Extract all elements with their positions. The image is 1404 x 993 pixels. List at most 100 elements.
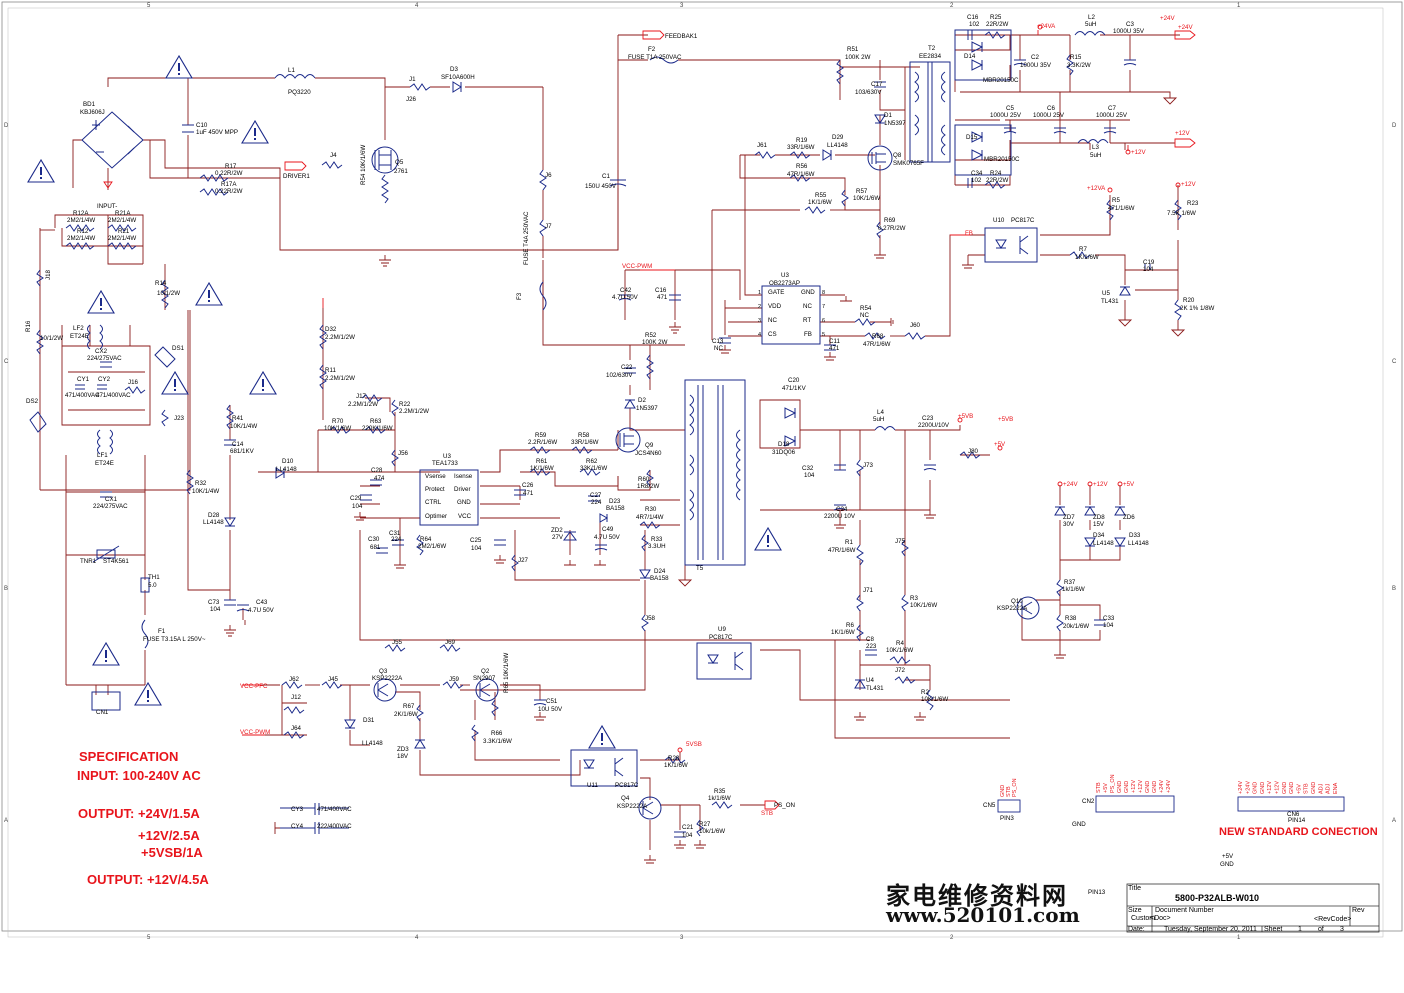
part-label: 104 xyxy=(682,832,693,839)
part-label: 2M2/1/6W xyxy=(418,543,446,550)
part-label: 1K/1/6W xyxy=(530,465,554,472)
warning-icon xyxy=(92,641,120,666)
part-label: R21 xyxy=(118,228,130,235)
u3-pin-number: 3 xyxy=(758,318,761,324)
u3-pin-number: 4 xyxy=(758,332,761,338)
u3-pin-number: 5 xyxy=(822,332,825,338)
part-label: U9 xyxy=(718,626,726,633)
watermark-url: www.520101.com xyxy=(886,903,1080,927)
part-label: C1 xyxy=(602,173,610,180)
part-label: C30 xyxy=(368,536,380,543)
part-label: 1K/1/6W xyxy=(664,762,688,769)
part-label: Protect xyxy=(425,486,445,493)
part-label: R69 xyxy=(884,217,896,224)
border-side: A xyxy=(1392,818,1396,824)
cn6-pin-label: ADJ xyxy=(1318,783,1324,794)
part-label: R57 xyxy=(856,188,868,195)
net-pin13: PIN13 xyxy=(1088,889,1106,896)
warning-icon xyxy=(195,281,223,306)
part-label: 10K/1/6W xyxy=(921,696,948,703)
part-label: U3 xyxy=(443,453,451,460)
part-label: Q10 xyxy=(1011,598,1023,605)
cn6-pin-label: ADJ xyxy=(1326,783,1332,794)
part-label: 3.3K/1/6W xyxy=(483,738,512,745)
part-label: D28 xyxy=(208,512,220,519)
part-label: D14 xyxy=(964,53,976,60)
part-label: 2M2/1/4W xyxy=(67,235,95,242)
part-label: D32 xyxy=(325,326,337,333)
part-label: J56 xyxy=(398,450,409,457)
part-label: U4 xyxy=(866,677,874,684)
part-label: F2 xyxy=(648,46,656,53)
part-label: 10K/1/6W xyxy=(853,195,880,202)
part-label: NC xyxy=(768,317,777,324)
net-stb: STB xyxy=(761,810,773,817)
part-label: 104 xyxy=(804,472,815,479)
part-label: 2M2/1/4W xyxy=(108,235,136,242)
part-label: 33R/1/6W xyxy=(571,439,599,446)
part-label: 47R/1/6W xyxy=(863,341,891,348)
part-label: 224/275VAC xyxy=(93,503,128,510)
net-p24v: +24V xyxy=(1160,15,1175,22)
part-label: SF10A600H xyxy=(441,74,475,81)
part-label: C51 xyxy=(546,698,558,705)
net-p12vb: +12V xyxy=(1181,181,1196,188)
part-label: R3 xyxy=(910,595,918,602)
part-label: NC xyxy=(714,345,723,352)
cn6-pin-label: +12V xyxy=(1267,781,1273,794)
cn6-pin-label: GND xyxy=(1282,782,1288,794)
title-value: 5800-P32ALB-W010 xyxy=(1175,893,1260,903)
net-feedback: FEEDBAK1 xyxy=(665,33,698,40)
spec-output-5vsb: +5VSB/1A xyxy=(141,845,203,860)
net-gnd_cn2: GND xyxy=(1072,821,1086,828)
warning-icon xyxy=(588,724,616,749)
part-label: 1K/1/6W xyxy=(808,199,832,206)
part-label: ZD7 xyxy=(1063,514,1075,521)
title-label: Title xyxy=(1128,885,1141,892)
part-label: R27 xyxy=(699,821,711,828)
part-label: KSP2222A xyxy=(372,675,403,682)
date-value: Tuesday, September 20, 2011 xyxy=(1164,926,1257,933)
part-label: 2.2M/1/2W xyxy=(348,401,378,408)
part-label: Q8 xyxy=(893,152,902,159)
part-label: R21A xyxy=(115,210,131,217)
net-p12vr: +12V xyxy=(1131,149,1146,156)
part-label: CN2 xyxy=(1082,798,1095,805)
part-label: R30 xyxy=(645,506,657,513)
part-label: R56 xyxy=(796,163,808,170)
part-label: R51 xyxy=(847,46,859,53)
part-label: Q4 xyxy=(621,795,630,802)
net-vccpwm2: VCC-PWM xyxy=(240,729,270,736)
part-label: J7 xyxy=(545,223,552,230)
part-label: C10 xyxy=(196,122,208,129)
part-label: L3 xyxy=(1092,144,1099,151)
part-label: C11 xyxy=(829,338,840,345)
part-label: NC xyxy=(860,312,869,319)
part-label: 10/1/2W xyxy=(40,335,63,342)
border-side: A xyxy=(4,818,8,824)
part-label: R5 xyxy=(1112,197,1120,204)
net-input: INPUT- xyxy=(97,203,117,210)
part-label: R66 xyxy=(491,730,503,737)
part-label: 471/400VAC xyxy=(317,806,352,813)
part-label: 5.0 xyxy=(148,582,157,589)
part-label: 5uH xyxy=(1090,152,1101,159)
part-label: R15 xyxy=(1070,54,1082,61)
part-label: D1 xyxy=(884,112,892,119)
part-label: 30V xyxy=(1063,521,1075,528)
part-label: 2K 1% 1/8W xyxy=(1180,305,1215,312)
part-label: 223 xyxy=(866,643,877,650)
new-standard-connection-label: NEW STANDARD CONECTION xyxy=(1219,826,1378,838)
part-label: 3.3K/2W xyxy=(1067,62,1091,69)
part-label: R14 xyxy=(155,280,167,287)
part-label: J45 xyxy=(328,676,339,683)
part-label: C16 xyxy=(655,287,667,294)
part-label: C22 xyxy=(621,364,633,371)
part-label: LL4148 xyxy=(362,740,383,747)
part-label: 681/1KV xyxy=(230,448,255,455)
part-label: 15V xyxy=(1093,521,1105,528)
part-label: 0.22R/2W xyxy=(215,188,243,195)
part-label: 5uH xyxy=(1085,21,1096,28)
